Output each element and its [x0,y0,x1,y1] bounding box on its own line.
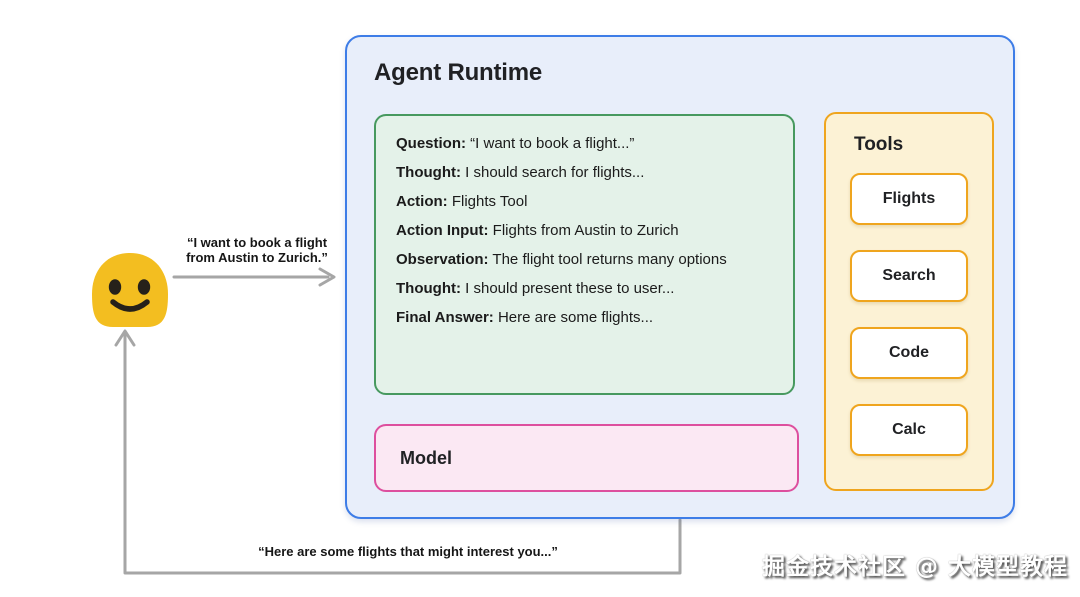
agent-runtime-title: Agent Runtime [374,59,543,86]
model-box: Model [374,424,799,492]
step-label: Final Answer: [396,309,494,326]
step-text: “I want to book a flight...” [466,135,635,152]
watermark: 掘金技术社区 @ 大模型教程 [761,554,1068,580]
scratchpad-step-thought2: Thought: I should present these to user.… [396,274,773,303]
scratchpad-step-thought1: Thought: I should search for flights... [396,158,773,187]
tool-button-list: Flights Search Code Calc [826,173,992,456]
user-request-message: “I want to book a flight from Austin to … [172,235,342,265]
agent-runtime-panel: Agent Runtime Question: “I want to book … [345,35,1015,519]
step-label: Question: [396,135,466,152]
step-label: Thought: [396,164,461,181]
scratchpad-panel: Question: “I want to book a flight...” T… [374,114,795,395]
tools-panel: Tools Flights Search Code Calc [824,112,994,491]
step-label: Observation: [396,251,489,268]
scratchpad-step-action-input: Action Input: Flights from Austin to Zur… [396,216,773,245]
model-label: Model [400,447,452,468]
step-text: I should present these to user... [460,280,675,297]
user-request-line1: “I want to book a flight [186,235,328,250]
tool-button-code: Code [850,327,968,379]
user-emoji-icon [82,250,178,330]
tool-button-calc: Calc [850,404,968,456]
scratchpad-step-observation: Observation: The flight tool returns man… [396,245,773,274]
step-text: Here are some flights... [493,309,654,326]
step-text: I should search for flights... [460,164,645,181]
scratchpad-step-action: Action: Flights Tool [396,187,773,216]
step-label: Thought: [396,280,461,297]
step-text: Flights from Austin to Zurich [488,222,679,239]
step-text: The flight tool returns many options [488,251,727,268]
step-label: Action Input: [396,222,489,239]
scratchpad-step-question: Question: “I want to book a flight...” [396,129,773,158]
step-label: Action: [396,193,448,210]
arrow-user-to-runtime-icon [172,267,336,287]
agent-response-message: “Here are some flights that might intere… [258,544,558,559]
user-request-line2: from Austin to Zurich.” [186,249,328,265]
tool-button-flights: Flights [850,173,968,225]
tools-title: Tools [854,134,904,155]
tool-button-search: Search [850,250,968,302]
step-text: Flights Tool [447,193,528,210]
scratchpad-step-final-answer: Final Answer: Here are some flights... [396,303,773,332]
